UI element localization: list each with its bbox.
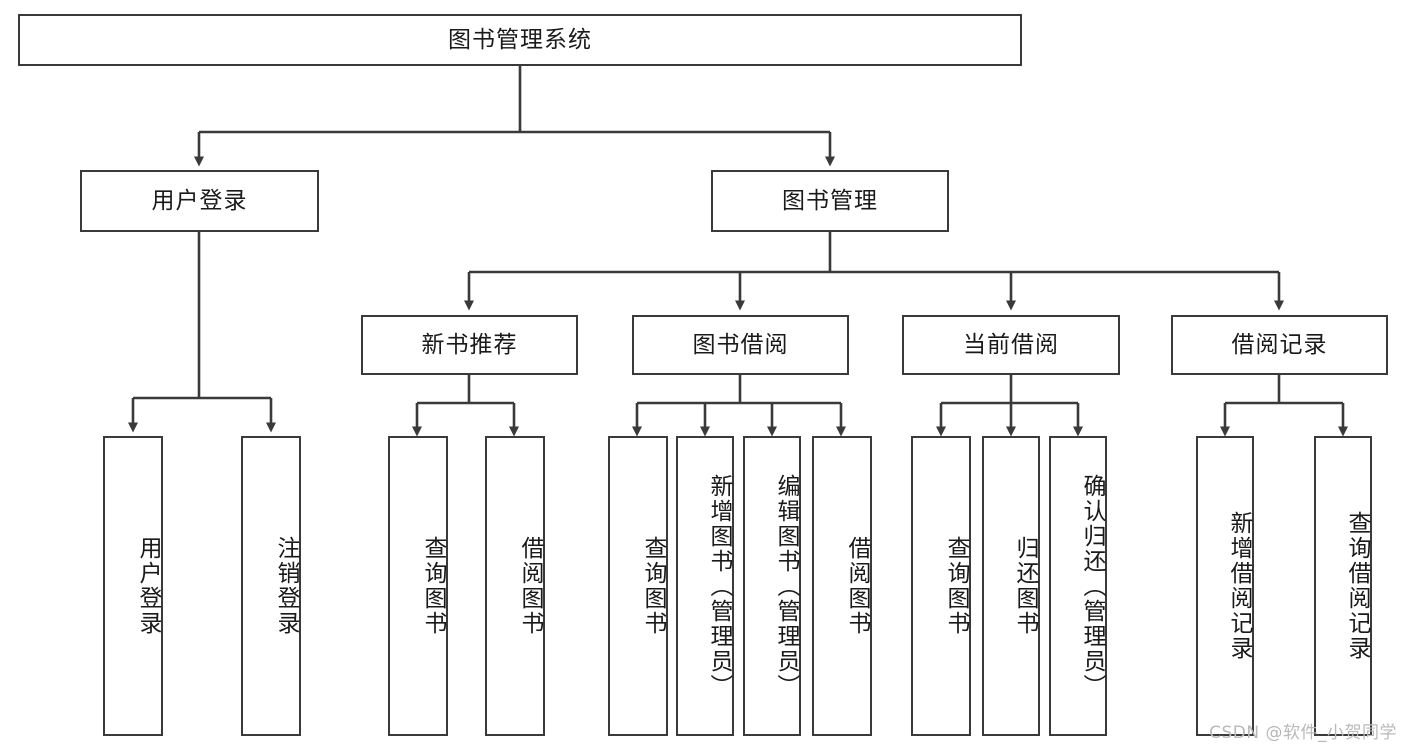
node-label: 查询图书: [640, 536, 666, 636]
node-label: 用户登录: [135, 536, 161, 636]
node-label: 图书管理系统: [448, 26, 592, 53]
node-label: 用户登录: [151, 187, 248, 214]
node-label: 新增图书（管理员）: [706, 473, 732, 699]
node-label: 当前借阅: [963, 331, 1059, 358]
leaf-query-book-current[interactable]: 查询图书: [911, 436, 971, 736]
leaf-add-borrow-record[interactable]: 新增借阅记录: [1196, 436, 1254, 736]
leaf-return-book[interactable]: 归还图书: [982, 436, 1040, 736]
node-label: 查询图书: [943, 536, 969, 636]
node-borrow-record[interactable]: 借阅记录: [1171, 315, 1388, 375]
leaf-query-borrow-record[interactable]: 查询借阅记录: [1314, 436, 1372, 736]
node-label: 借阅记录: [1231, 331, 1328, 358]
leaf-borrow-book-recommend[interactable]: 借阅图书: [485, 436, 545, 736]
leaf-query-book-borrow[interactable]: 查询图书: [608, 436, 668, 736]
leaf-borrow-book[interactable]: 借阅图书: [812, 436, 872, 736]
node-label: 查询图书: [420, 536, 446, 636]
node-current-borrow[interactable]: 当前借阅: [902, 315, 1120, 375]
node-label: 归还图书: [1012, 536, 1038, 636]
csdn-watermark: CSDN @软件_小贺同学: [1209, 723, 1397, 743]
node-label: 查询借阅记录: [1344, 511, 1370, 661]
leaf-add-book-admin[interactable]: 新增图书（管理员）: [676, 436, 734, 736]
node-label: 图书借阅: [692, 331, 789, 358]
node-label: 图书管理: [782, 187, 878, 214]
leaf-query-book-recommend[interactable]: 查询图书: [388, 436, 448, 736]
node-user-login[interactable]: 用户登录: [80, 170, 319, 232]
leaf-edit-book-admin[interactable]: 编辑图书（管理员）: [743, 436, 801, 736]
node-label: 注销登录: [273, 536, 299, 636]
node-label: 新书推荐: [421, 331, 518, 358]
node-new-book-recommend[interactable]: 新书推荐: [361, 315, 578, 375]
node-root-book-management-system[interactable]: 图书管理系统: [18, 14, 1022, 66]
leaf-logout-login[interactable]: 注销登录: [241, 436, 301, 736]
node-label: 编辑图书（管理员）: [773, 473, 799, 699]
node-label: 确认归还（管理员）: [1079, 473, 1105, 699]
node-book-management[interactable]: 图书管理: [711, 170, 949, 232]
leaf-user-login[interactable]: 用户登录: [103, 436, 163, 736]
leaf-confirm-return-admin[interactable]: 确认归还（管理员）: [1049, 436, 1107, 736]
node-label: 借阅图书: [844, 536, 870, 636]
node-book-borrow[interactable]: 图书借阅: [632, 315, 849, 375]
node-label: 新增借阅记录: [1226, 511, 1252, 661]
node-label: 借阅图书: [517, 536, 543, 636]
